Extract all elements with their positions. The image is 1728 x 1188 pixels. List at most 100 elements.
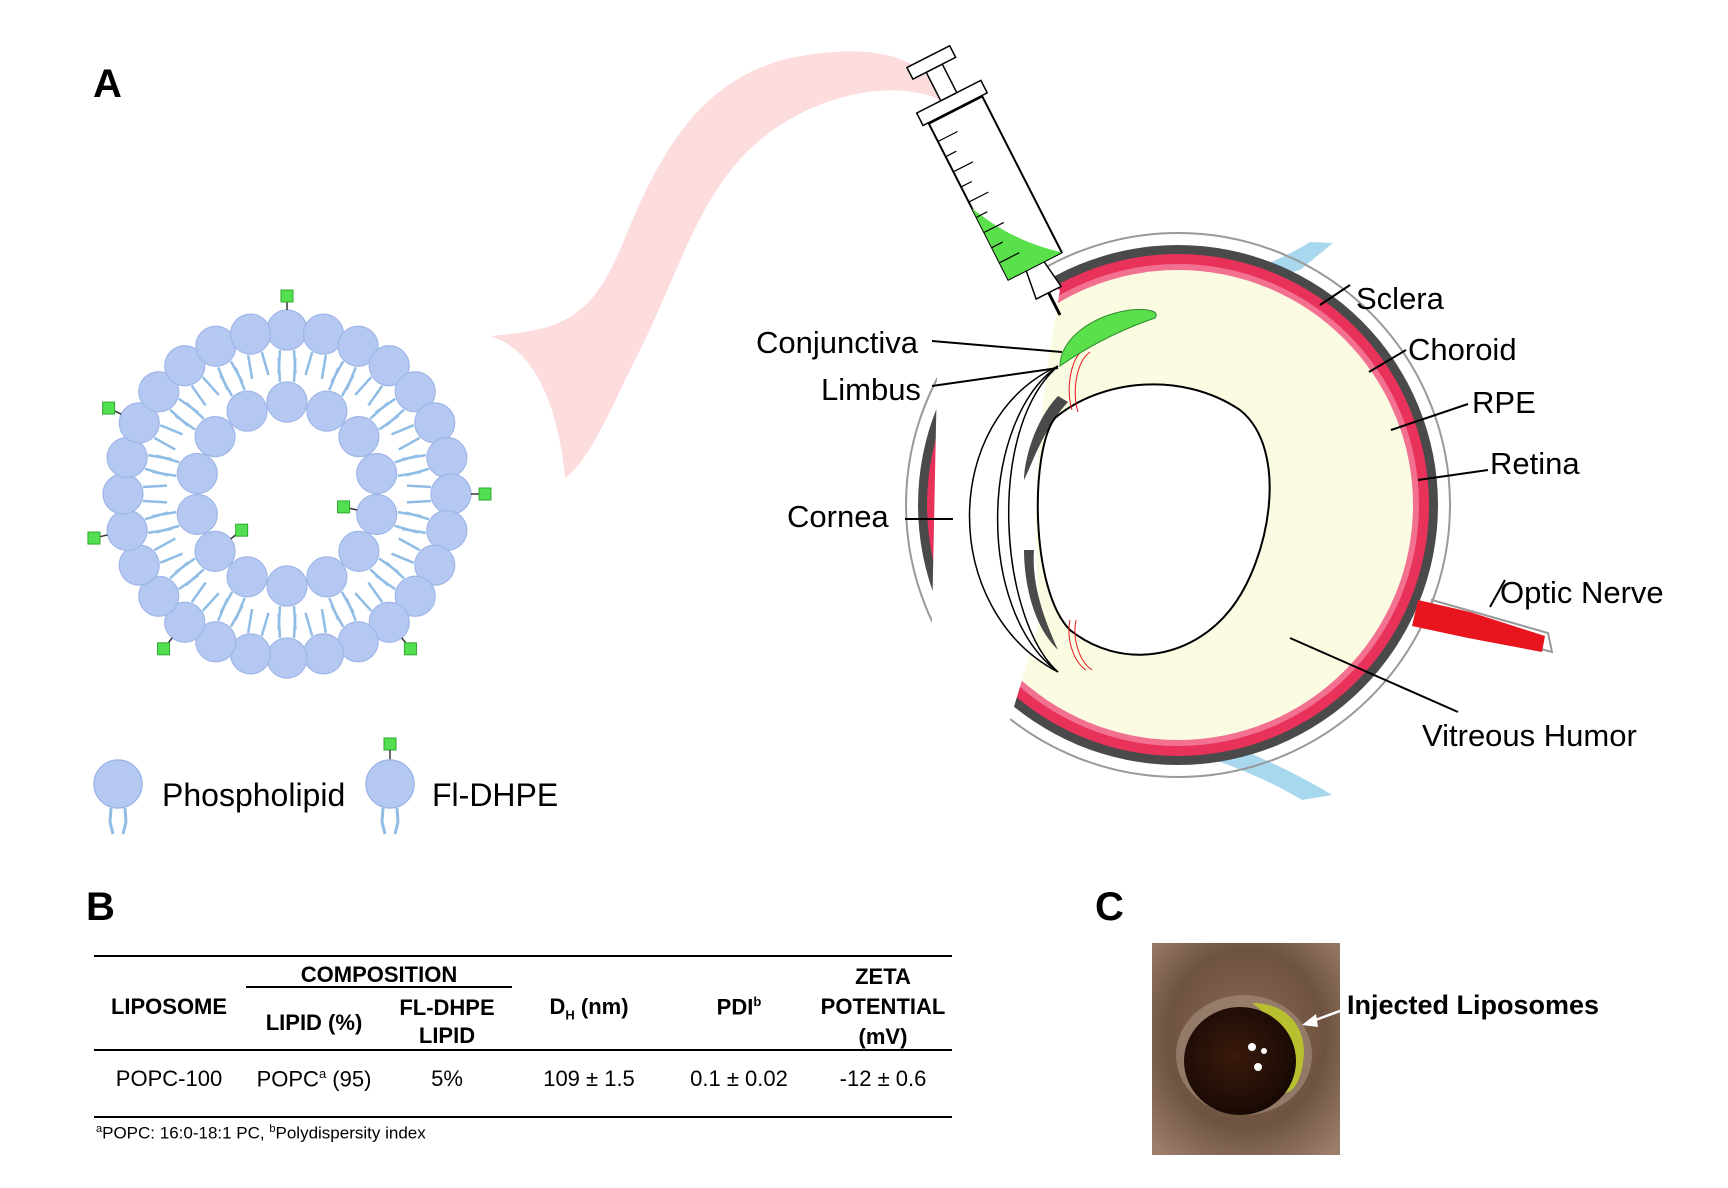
outer-leaflet-tail bbox=[246, 608, 254, 634]
phospholipid-icon bbox=[93, 759, 143, 835]
inner-leaflet-head bbox=[194, 416, 236, 458]
outer-leaflet-head bbox=[302, 313, 345, 355]
outer-leaflet-head bbox=[102, 473, 144, 515]
leader-lines bbox=[905, 284, 1506, 713]
inner-leaflet-head bbox=[226, 556, 268, 598]
inner-leaflet-head bbox=[226, 390, 268, 432]
inner-leaflet-tail bbox=[397, 510, 422, 518]
syringe-tick bbox=[953, 161, 974, 173]
outer-leaflet-head bbox=[430, 473, 472, 515]
inner-leaflet-tail bbox=[234, 597, 246, 621]
eye-photo bbox=[1152, 943, 1340, 1155]
inner-leaflet-head bbox=[306, 556, 348, 598]
eye-cross-section bbox=[905, 230, 1554, 800]
panel-label-b: B bbox=[86, 885, 115, 929]
outer-leaflet-tail bbox=[304, 612, 314, 637]
header-zeta-line3: (mV) bbox=[858, 1024, 908, 1049]
inner-leaflet-tail bbox=[397, 470, 422, 478]
inner-leaflet-tail bbox=[152, 470, 177, 478]
outer-leaflet-head bbox=[337, 325, 379, 367]
inner-leaflet-tail bbox=[394, 454, 419, 464]
footnote-b-text: Polydispersity index bbox=[275, 1123, 426, 1143]
outer-leaflet-tail bbox=[190, 385, 207, 407]
outer-leaflet-tail bbox=[246, 354, 254, 380]
header-lipid: LIPID (%) bbox=[265, 1010, 363, 1035]
header-composition: COMPOSITION bbox=[300, 962, 458, 987]
outer-leaflet-head bbox=[426, 509, 468, 552]
inner-leaflet-tail bbox=[185, 401, 205, 420]
outer-leaflet-tail bbox=[398, 436, 421, 451]
inner-leaflet-head bbox=[194, 530, 236, 572]
panel-label-a: A bbox=[93, 62, 122, 106]
label-limbus: Limbus bbox=[821, 372, 921, 407]
inner-leaflet-tail bbox=[292, 357, 297, 383]
fl-dhpe-tag bbox=[280, 289, 294, 303]
label-retina: Retina bbox=[1490, 446, 1580, 481]
inner-leaflet-tail bbox=[328, 367, 340, 391]
inner-leaflet-tail bbox=[155, 454, 180, 464]
diagram-panel-a: Phospholipid Fl-DHPE bbox=[87, 44, 1664, 835]
inner-leaflet-tail bbox=[340, 591, 355, 614]
legend-fl-dhpe-label: Fl-DHPE bbox=[432, 777, 558, 813]
outer-leaflet-head bbox=[106, 509, 148, 552]
header-fl-dhpe: FL-DHPE LIPID bbox=[382, 994, 512, 1050]
table-footnote: aPOPC: 16:0-18:1 PC, bPolydispersity ind… bbox=[96, 1123, 426, 1144]
outer-leaflet-head bbox=[195, 621, 237, 663]
fl-dhpe-tag bbox=[337, 500, 351, 514]
panel-label-c: C bbox=[1095, 885, 1124, 929]
outer-leaflet-head bbox=[138, 575, 180, 617]
syringe-tick bbox=[983, 221, 1005, 233]
inner-leaflet-head bbox=[338, 416, 380, 458]
inner-leaflet-tail bbox=[219, 591, 234, 614]
outer-leaflet-head bbox=[302, 633, 345, 675]
outer-leaflet-head bbox=[266, 637, 308, 679]
outer-leaflet-head bbox=[414, 544, 456, 586]
outer-leaflet-tail bbox=[367, 581, 384, 603]
header-pdi-text: PDI bbox=[716, 994, 754, 1020]
syringe-tick bbox=[999, 252, 1020, 264]
iris-upper bbox=[1024, 396, 1068, 480]
cell-pdi: 0.1 ± 0.02 bbox=[690, 1066, 788, 1091]
header-dh-main: D bbox=[549, 994, 566, 1019]
inner-leaflet-tail bbox=[369, 401, 389, 420]
arrow-icon bbox=[1302, 1006, 1349, 1027]
label-choroid: Choroid bbox=[1408, 332, 1517, 367]
cell-lipid: POPCa (95) bbox=[246, 1066, 382, 1092]
outer-leaflet-tail bbox=[142, 484, 168, 489]
liposome bbox=[87, 289, 492, 679]
label-optic-nerve: Optic Nerve bbox=[1500, 575, 1664, 610]
legend-phospholipid-label: Phospholipid bbox=[162, 777, 345, 813]
header-dh-sub: H bbox=[565, 1007, 575, 1023]
outer-leaflet-head bbox=[164, 345, 206, 387]
outer-leaflet-tail bbox=[367, 385, 384, 407]
outer-leaflet-tail bbox=[354, 376, 373, 396]
header-liposome: LIPOSOME bbox=[110, 994, 228, 1019]
outer-leaflet-tail bbox=[159, 424, 184, 436]
outer-leaflet-tail bbox=[406, 484, 432, 489]
outer-leaflet-tail bbox=[304, 351, 314, 376]
outer-leaflet-head bbox=[229, 313, 272, 355]
inner-leaflet-tail bbox=[378, 557, 400, 574]
outer-leaflet-head bbox=[118, 544, 160, 586]
header-dh: DH (nm) bbox=[514, 994, 664, 1022]
outer-leaflet-tail bbox=[153, 436, 176, 451]
outer-leaflet-tail bbox=[354, 592, 373, 612]
outer-leaflet-tail bbox=[390, 424, 415, 436]
outer-leaflet-head bbox=[229, 633, 272, 675]
header-pdi: PDIb bbox=[664, 994, 814, 1020]
outer-leaflet-tail bbox=[201, 376, 220, 396]
outer-leaflet-head bbox=[337, 621, 379, 663]
inner-leaflet-head bbox=[176, 493, 218, 536]
fl-dhpe-tag bbox=[157, 642, 171, 656]
syringe bbox=[905, 44, 1064, 316]
header-fl-line1: FL-DHPE bbox=[399, 995, 495, 1020]
inner-leaflet-tail bbox=[234, 367, 246, 391]
fl-dhpe-tag bbox=[102, 401, 116, 415]
inner-leaflet-head bbox=[266, 381, 308, 423]
syringe-tick bbox=[960, 180, 973, 188]
lens bbox=[1036, 383, 1271, 656]
label-rpe: RPE bbox=[1472, 385, 1536, 420]
fl-dhpe-tag bbox=[87, 531, 101, 545]
header-dh-unit: (nm) bbox=[574, 994, 629, 1019]
inner-leaflet-tail bbox=[340, 374, 355, 397]
